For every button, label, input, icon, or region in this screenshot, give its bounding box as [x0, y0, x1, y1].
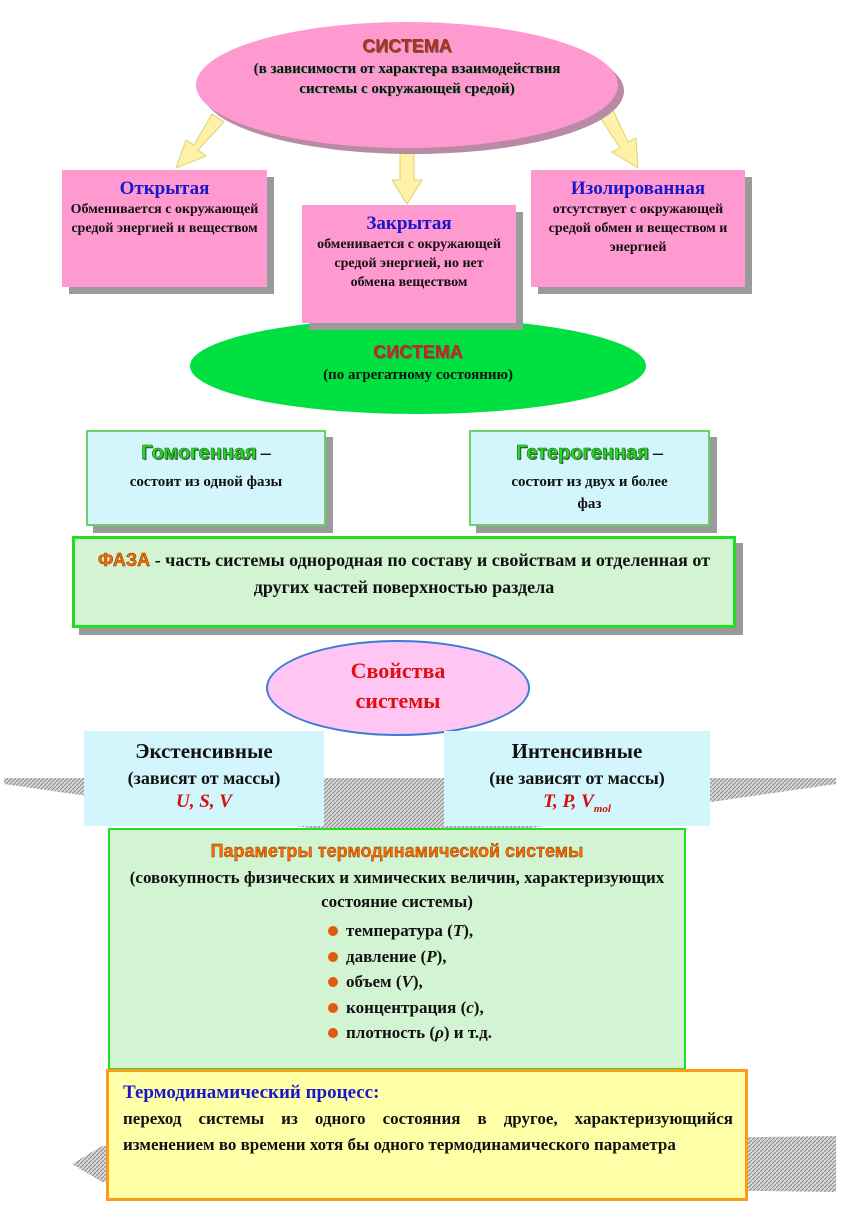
- system-interaction-ellipse: СИСТЕМА (в зависимости от характера взаи…: [196, 22, 618, 148]
- closed-system-title: Закрытая: [366, 213, 452, 234]
- arrows-layer: [175, 107, 639, 205]
- parameter-item: давление (P),: [326, 944, 684, 970]
- system-state-title: СИСТЕМА: [373, 342, 463, 362]
- system-state-subtitle: (по агрегатному состоянию): [323, 367, 513, 383]
- extensive-title: Экстенсивные: [135, 739, 273, 763]
- heterogeneous-title: Гетерогенная: [516, 442, 650, 465]
- extensive-sub: (зависят от массы): [127, 768, 281, 788]
- homogeneous-dash: –: [260, 442, 271, 464]
- homogeneous-desc: состоит из одной фазы: [129, 474, 283, 490]
- bullet-icon: [328, 951, 338, 962]
- system-interaction-subtitle: (в зависимости от характера взаимодейств…: [253, 61, 561, 97]
- bullet-icon: [328, 926, 338, 936]
- arrow-to-isolated: [597, 107, 639, 169]
- phase-definition: - часть системы однородная по составу и …: [150, 550, 711, 597]
- isolated-system-desc: отсутствует с окружающей средой обмен и …: [548, 202, 728, 255]
- open-system-box: Открытая Обменивается с окружающей средо…: [62, 170, 267, 287]
- bullet-icon: [328, 977, 338, 987]
- heterogeneous-dash: –: [652, 442, 663, 464]
- parameter-item: плотность (ρ) и т.д.: [326, 1020, 684, 1046]
- isolated-system-title: Изолированная: [570, 178, 706, 199]
- arrow-to-open: [175, 113, 225, 169]
- parameters-title: Параметры термодинамической системы: [210, 841, 584, 861]
- system-state-ellipse: СИСТЕМА (по агрегатному состоянию): [190, 318, 646, 414]
- closed-system-desc: обменивается с окружающей средой энергие…: [317, 237, 501, 290]
- properties-line1: Свойства: [350, 658, 446, 683]
- closed-system-box: Закрытая обменивается с окружающей средо…: [302, 205, 516, 323]
- process-box: Термодинамический процесс: переход систе…: [106, 1069, 748, 1201]
- bullet-icon: [328, 1028, 338, 1038]
- parameters-box: Параметры термодинамической системы (сов…: [108, 828, 686, 1070]
- parameter-item: объем (V),: [326, 969, 684, 995]
- phase-term: ФАЗА: [97, 550, 151, 571]
- parameters-list: температура (T), давление (P), объем (V)…: [326, 918, 684, 1046]
- intensive-subscript: mol: [593, 802, 611, 815]
- intensive-sub: (не зависят от массы): [489, 768, 665, 788]
- intensive-symbols: T, P, V: [543, 791, 594, 812]
- intensive-symbols-line: T, P, Vmol: [444, 791, 710, 815]
- bullet-icon: [328, 1002, 338, 1013]
- extensive-box: Экстенсивные (зависят от массы) U, S, V: [84, 731, 324, 826]
- process-title: Термодинамический процесс:: [123, 1082, 380, 1103]
- phase-definition-box: ФАЗА - часть системы однородная по соста…: [72, 536, 736, 628]
- properties-line2: системы: [355, 688, 441, 713]
- homogeneous-box: Гомогенная – состоит из одной фазы: [86, 430, 326, 526]
- extensive-symbols: U, S, V: [176, 791, 232, 812]
- heterogeneous-box: Гетерогенная – состоит из двух и более ф…: [469, 430, 710, 526]
- intensive-title: Интенсивные: [511, 739, 643, 763]
- heterogeneous-desc: состоит из двух и более фаз: [511, 474, 668, 512]
- arrow-to-closed: [391, 149, 423, 205]
- process-desc: переход системы из одного состояния в др…: [123, 1109, 733, 1154]
- intensive-box: Интенсивные (не зависят от массы) T, P, …: [444, 731, 710, 826]
- isolated-system-box: Изолированная отсутствует с окружающей с…: [531, 170, 745, 287]
- homogeneous-title: Гомогенная: [141, 442, 257, 465]
- parameters-subtitle: (совокупность физических и химических ве…: [129, 868, 665, 911]
- open-system-title: Открытая: [119, 178, 210, 199]
- open-system-desc: Обменивается с окружающей средой энергие…: [70, 202, 259, 236]
- system-interaction-title: СИСТЕМА: [362, 36, 452, 56]
- parameter-item: температура (T),: [326, 918, 684, 944]
- properties-ellipse: Свойства системы: [266, 640, 530, 736]
- parameter-item: концентрация (c),: [326, 995, 684, 1021]
